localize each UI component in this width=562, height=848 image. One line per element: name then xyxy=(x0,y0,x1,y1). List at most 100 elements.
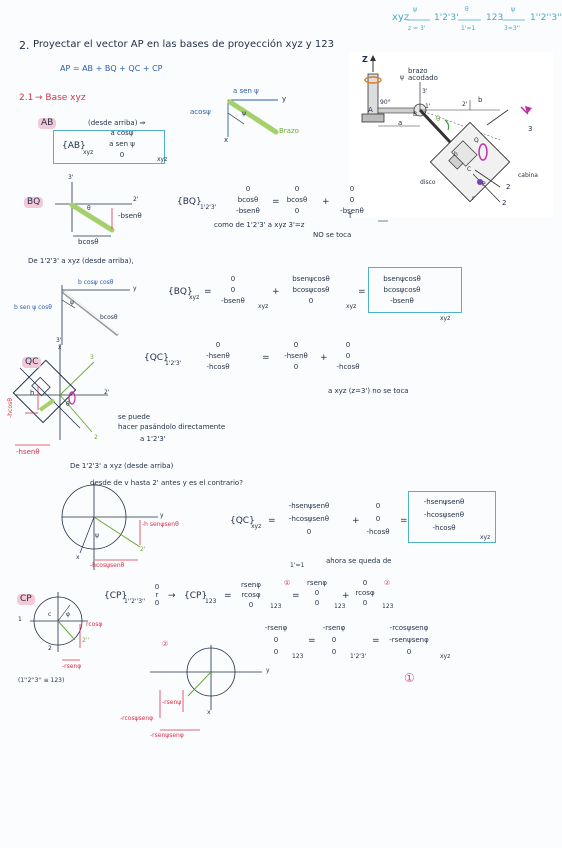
problem-statement: Proyectar el vector AP en las bases de p… xyxy=(33,39,334,50)
note-123p: 1'2'3' xyxy=(434,13,459,23)
cp-2: 2 xyxy=(48,645,52,652)
cp-m2-1: rcosφ xyxy=(241,591,261,599)
cprow2-m1-0: -rsenφ xyxy=(264,624,288,632)
bq-note-como: como de 1'2'3' a xyz 3'=z xyxy=(214,221,305,229)
cp-phi: φ xyxy=(66,611,70,618)
cp-m4-2: 0 xyxy=(362,599,368,607)
qcxyz-y: y xyxy=(160,512,164,519)
qc-m2-2: 0 xyxy=(293,363,299,371)
bqxyz-psi: ψ xyxy=(70,299,74,306)
bqxyz-x: x xyxy=(58,344,62,351)
note-psi2: ψ xyxy=(511,6,515,13)
qc-2p: 2' xyxy=(104,389,110,396)
qcxyz-r0: -hsenψsenθ xyxy=(423,498,465,506)
tag-bq: BQ xyxy=(24,197,44,208)
cp-sub: 1''2''3'' xyxy=(124,598,146,605)
fig-B: B xyxy=(413,111,418,118)
bq-sub: 1'2'3' xyxy=(200,204,217,211)
qcxyz-hcos: -hcosψsenθ xyxy=(90,562,125,569)
fig-disco: disco xyxy=(420,179,436,186)
bq-m1-2: -bsenθ xyxy=(236,207,260,215)
ab-lhs: {AB} xyxy=(62,141,86,151)
qcxyz-sub: xyz xyxy=(251,523,262,530)
note-theta: θ xyxy=(465,6,469,13)
cp-ann: ahora se queda de xyxy=(326,557,392,565)
qcxyz-m1-2: 0 xyxy=(306,528,312,536)
qc-m3-2: -hcosθ xyxy=(336,363,360,371)
cp-rsen: -rsenφ xyxy=(62,663,82,670)
bqxyz-result-box xyxy=(368,267,462,313)
ab-asen: a sen ψ xyxy=(233,87,259,95)
fig-ang90: 90° xyxy=(380,99,391,106)
bqxyz-m2sub: xyz xyxy=(346,303,357,310)
fig-2p: 2' xyxy=(462,101,468,108)
bqxyz-m2-0: bsenψcosθ xyxy=(292,275,330,283)
qcxyz-m1-0: -hsenψsenθ xyxy=(288,502,330,510)
bq-note-no: NO se toca xyxy=(313,231,352,239)
qcxyz-m1-1: -hcosψsenθ xyxy=(288,515,330,523)
cprow2-mark: ② xyxy=(162,640,169,648)
qcxyz-m2-2: -hcosθ xyxy=(366,528,390,536)
qc-side2: hacer pasándolo directamente xyxy=(118,423,226,431)
fig-2b: 2 xyxy=(502,199,507,207)
problem-equation: AP = AB + BQ + QC + CP xyxy=(60,64,163,73)
cp-2pp: 2'' xyxy=(82,637,90,644)
qc-m1-0: 0 xyxy=(215,341,221,349)
qc-sub: 1'2'3' xyxy=(165,360,182,367)
bqxyz-m1-0: 0 xyxy=(230,275,236,283)
cprow2-m2sub: 1'2'3' xyxy=(350,653,367,660)
cp-lhs2: {CP} xyxy=(184,591,208,601)
fig-Q: Q xyxy=(474,137,479,144)
bqxyz-bcos: b cosψ cosθ xyxy=(78,279,114,286)
bqxyz-r0: bsenψcosθ xyxy=(383,275,421,283)
cp-m4-0: 0 xyxy=(362,579,368,587)
qc-hcos: -hcosθ xyxy=(6,398,14,418)
cp-sub2: 123 xyxy=(205,598,217,605)
bq-2p: 2' xyxy=(133,196,139,203)
cprow2-r2: 0 xyxy=(406,648,412,656)
note-3eq3: 3=3'' xyxy=(504,25,520,32)
bq-m2-0: 0 xyxy=(294,185,300,193)
cp-m1-1: r xyxy=(155,591,159,599)
fig-cabina: cabina xyxy=(518,172,538,179)
bqxyz-m1-1: 0 xyxy=(230,286,236,294)
qcxyz-rsub: xyz xyxy=(480,534,491,541)
qcxyz-2p: 2' xyxy=(140,546,146,553)
cp-m4-1: rcosφ xyxy=(355,589,375,597)
tag-qc: QC xyxy=(22,357,42,368)
fig-1p: 1' xyxy=(425,103,431,110)
qcxyz-psi: ψ xyxy=(95,532,99,539)
ab-x: x xyxy=(224,136,229,144)
ab-m1: a sen ψ xyxy=(109,140,135,148)
bqxyz-m1-2: -bsenθ xyxy=(221,297,245,305)
qc-m1-1: -hsenθ xyxy=(206,352,230,360)
fig-r: r xyxy=(472,195,475,202)
qc-m2-1: -hsenθ xyxy=(284,352,308,360)
bq-theta: θ xyxy=(87,205,91,212)
cp-circ1: ① xyxy=(284,579,291,587)
qc-side3: a 1'2'3' xyxy=(140,435,166,443)
qcxyz-lhs: {QC} xyxy=(230,516,255,526)
bqxyz-rsub: xyz xyxy=(440,315,451,322)
note-z3: z = 3' xyxy=(408,25,426,32)
cprow2-m2-2: 0 xyxy=(331,648,337,656)
cp-c: c xyxy=(48,611,52,618)
bqxyz-m1sub: xyz xyxy=(258,303,269,310)
bq-m1-0: 0 xyxy=(245,185,251,193)
cprow2-m1sub: 123 xyxy=(292,653,304,660)
note-xyz: xyz xyxy=(392,12,410,23)
bq-m3-1: 0 xyxy=(349,196,355,204)
qcxyz-subnote: desde de v hasta 2' antes y es el contra… xyxy=(90,479,243,487)
cp-m2-2: 0 xyxy=(248,601,254,609)
qcxyz-x: x xyxy=(76,554,80,561)
qcxyz-r2: -hcosθ xyxy=(432,524,456,532)
cp-note: (1''2''3'' ≡ 123) xyxy=(18,677,65,684)
cp-m1-2: 0 xyxy=(154,599,160,607)
bq-bcos: bcosθ xyxy=(78,238,99,246)
bqxyz-bcos2: bcosθ xyxy=(100,314,118,321)
fig-3p: 3' xyxy=(422,88,428,95)
bq-lhs: {BQ} xyxy=(177,197,202,207)
fig-P: P xyxy=(482,181,486,188)
cp-lhs: {CP} xyxy=(104,591,128,601)
bqxyz-m2-1: bcosψcosθ xyxy=(292,286,330,294)
